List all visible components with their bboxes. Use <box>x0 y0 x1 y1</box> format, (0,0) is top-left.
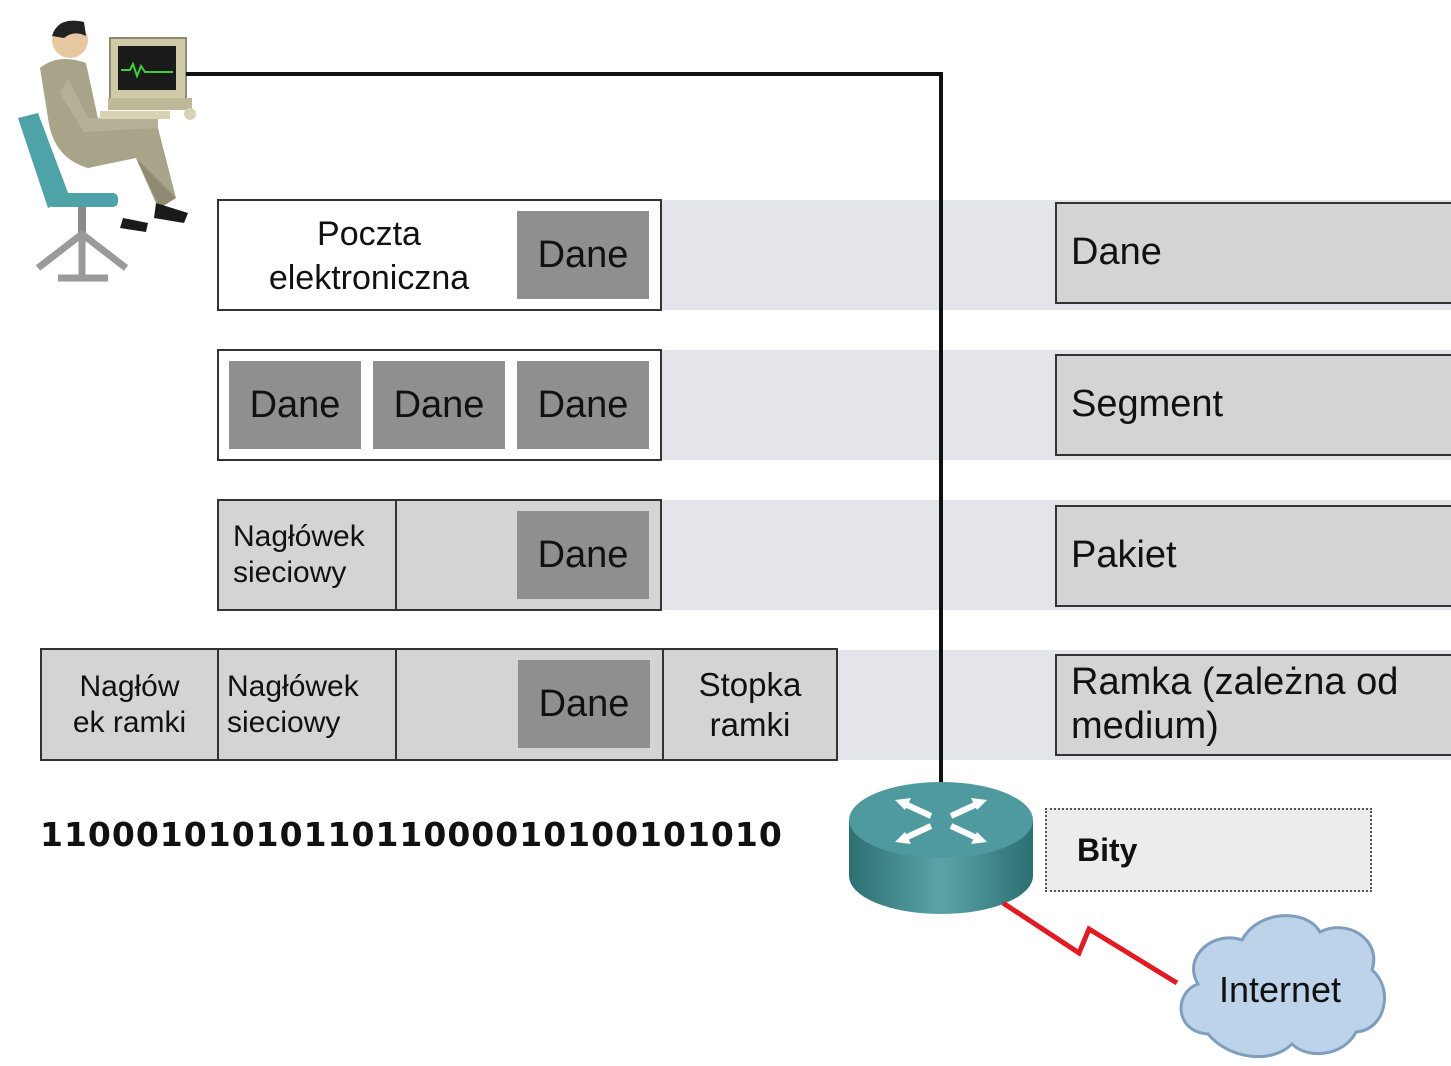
user-at-computer-icon <box>18 20 196 282</box>
data-block: Dane <box>517 211 649 299</box>
application-data-unit: Poczta elektroniczna Dane <box>217 199 662 311</box>
bit-stream: 1100010101011011000010100101010 <box>40 815 783 854</box>
pdu-label-data: Dane <box>1055 202 1451 304</box>
frame-header: Nagłów ek ramki <box>42 650 219 759</box>
network-header: Nagłówek sieciowy <box>219 501 397 609</box>
email-label: Poczta elektroniczna <box>268 214 470 297</box>
data-block: Dane <box>373 361 505 449</box>
network-data-unit: Nagłówek sieciowy Dane <box>217 499 662 611</box>
wan-link <box>1001 900 1179 986</box>
frame-trailer: Stopka ramki <box>698 665 802 743</box>
data-block: Dane <box>229 361 361 449</box>
datalink-data-unit: Nagłów ek ramki Nagłówek sieciowy Dane S… <box>40 648 838 761</box>
router-icon <box>849 782 1033 914</box>
data-block: Dane <box>517 361 649 449</box>
data-block: Dane <box>517 511 649 599</box>
datalink-data-area <box>397 650 664 759</box>
pdu-label-frame: Ramka (zależna od medium) <box>1055 654 1451 756</box>
pdu-label-packet: Pakiet <box>1055 505 1451 607</box>
transport-data-unit: Dane Dane Dane <box>217 349 662 461</box>
network-header: Nagłówek sieciowy <box>219 650 397 759</box>
internet-cloud-icon <box>1179 914 1386 1059</box>
internet-label: Internet <box>1218 969 1342 1010</box>
pdu-label-segment: Segment <box>1055 354 1451 456</box>
pdu-label-bits: Bity <box>1045 808 1372 892</box>
data-block: Dane <box>518 660 650 748</box>
